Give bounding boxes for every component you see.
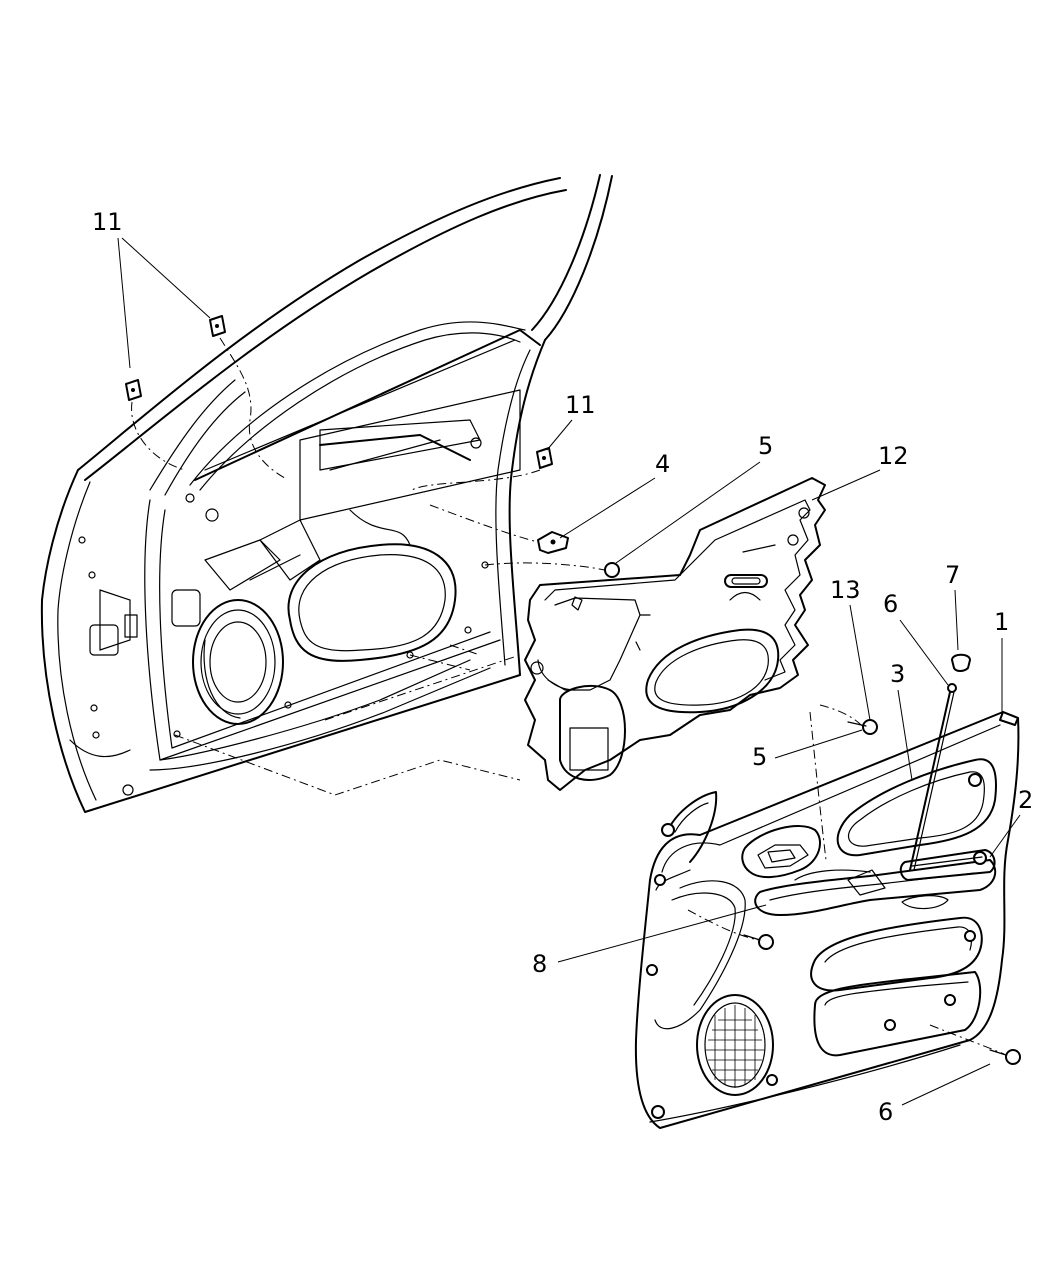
fastener-6-lower — [989, 1049, 1021, 1065]
fastener-8 — [743, 934, 774, 950]
callout-3: 3 — [890, 660, 905, 688]
door-trim-panel-1 — [634, 711, 1020, 1129]
clip-11-left — [125, 379, 142, 401]
callouts: 11 11 4 5 12 13 6 7 1 3 5 2 8 6 — [92, 208, 1033, 1126]
clip-11-right — [536, 447, 553, 469]
callout-6-lower: 6 — [878, 1098, 893, 1126]
callout-4: 4 — [655, 450, 670, 478]
fastener-4 — [537, 531, 569, 554]
callout-6-upper: 6 — [883, 590, 898, 618]
cap-7 — [951, 653, 971, 672]
fastener-5-upper — [604, 562, 620, 578]
callout-5-upper: 5 — [758, 432, 773, 460]
callout-12: 12 — [878, 442, 909, 470]
door-shell — [40, 174, 613, 813]
callout-11-top: 11 — [92, 208, 123, 236]
screw-6-upper — [909, 683, 957, 871]
watershield-12 — [524, 477, 826, 791]
callout-5-lower: 5 — [752, 743, 767, 771]
callout-7: 7 — [945, 561, 960, 589]
callout-8: 8 — [532, 950, 547, 978]
fastener-5-lower — [847, 719, 878, 735]
clip-11-upper — [209, 315, 226, 337]
callout-2: 2 — [1018, 786, 1033, 814]
callout-13: 13 — [830, 576, 861, 604]
callout-1: 1 — [994, 608, 1009, 636]
callout-11-right: 11 — [565, 391, 596, 419]
